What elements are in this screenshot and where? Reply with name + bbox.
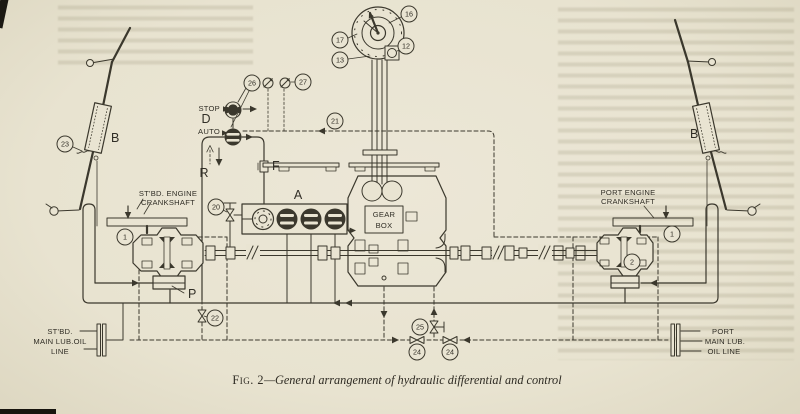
position-d-label: D	[201, 112, 210, 126]
callout-13-number: 13	[336, 56, 344, 65]
port-differential	[596, 217, 694, 289]
text-labels: STOP D AUTO R F A B B P ST'BD. ENGINE CR…	[33, 104, 745, 356]
stbd-dashpot-b-label: B	[111, 131, 119, 145]
callout-17: 17	[331, 31, 358, 49]
main-shaft	[204, 244, 598, 262]
callout-24-right: 24	[441, 343, 459, 361]
callout-2-number: 2	[630, 258, 634, 267]
lub-oil-flanges	[79, 302, 703, 357]
callout-25-number: 25	[416, 323, 424, 332]
stbd-control-lever	[45, 26, 132, 227]
scan-edge-mark-bottom	[0, 409, 56, 414]
callout-1-number: 1	[670, 230, 674, 239]
rotary-valve-icon	[276, 208, 298, 230]
gearbox-label-line2: BOX	[376, 221, 393, 230]
port-dashpot-b-label: B	[690, 127, 698, 141]
port-control-lever	[673, 18, 761, 227]
callout-21-number: 21	[331, 117, 339, 126]
pressure-gauges	[262, 77, 291, 89]
callout-16-number: 16	[405, 10, 413, 19]
callout-23: 23	[56, 135, 83, 153]
stop-label: STOP	[198, 104, 220, 113]
label-leaders	[124, 198, 670, 219]
control-rod-platform	[262, 162, 440, 172]
figure-caption: Fig. 2—General arrangement of hydraulic …	[232, 373, 562, 387]
callout-1-port: 1	[663, 225, 681, 243]
valve-25	[429, 320, 445, 334]
port-lub-label-line3: OIL LINE	[708, 347, 741, 356]
callout-27: 27	[290, 73, 312, 91]
port-oil-pump	[610, 275, 640, 289]
figure-caption-text: —General arrangement of hydraulic differ…	[263, 373, 562, 387]
oil-piping-solid	[82, 136, 719, 307]
stbd-dashpot-cylinder	[84, 102, 112, 154]
callout-12: 12	[396, 37, 415, 55]
callout-24-number: 24	[413, 348, 421, 357]
callout-2: 2	[623, 253, 641, 271]
gear-box	[343, 175, 447, 287]
valve-22	[197, 309, 207, 323]
callout-20: 20	[207, 198, 228, 216]
gearbox-label-line1: GEAR	[373, 210, 396, 219]
callout-27-number: 27	[299, 78, 307, 87]
port-lub-label-line1: PORT	[712, 327, 734, 336]
dial-rods	[362, 59, 398, 185]
callout-22: 22	[203, 309, 224, 327]
callout-17-number: 17	[336, 36, 344, 45]
port-crankshaft-gear	[612, 217, 694, 227]
stbd-engine-label-line1: ST'BD. ENGINE	[139, 189, 197, 198]
stbd-lub-label-line3: LINE	[51, 347, 69, 356]
callout-25: 25	[411, 318, 429, 336]
rotary-valve-icon	[324, 208, 346, 230]
transmitter-unit	[384, 45, 400, 61]
auto-label: AUTO	[198, 127, 220, 136]
port-engine-label-line2: CRANKSHAFT	[601, 197, 655, 206]
pump-p-label: P	[188, 287, 196, 301]
stbd-lub-label-line2: MAIN LUB.OIL	[33, 337, 86, 346]
callout-1-stbd: 1	[116, 228, 134, 246]
control-box-a	[241, 203, 348, 235]
stbd-differential	[106, 217, 204, 294]
callout-12-number: 12	[402, 42, 410, 51]
callout-26-number: 26	[248, 79, 256, 88]
callout-22-number: 22	[211, 314, 219, 323]
callout-20-number: 20	[212, 203, 220, 212]
port-engine-label-line1: PORT ENGINE	[601, 188, 656, 197]
valve-f-label: F	[272, 159, 280, 173]
valve-24-right	[442, 336, 458, 344]
stbd-engine-label-line2: CRANKSHAFT	[141, 198, 195, 207]
callout-24-number: 24	[446, 348, 454, 357]
port-lub-label-line2: MAIN LUB.	[705, 337, 745, 346]
line-r-label: R	[199, 166, 208, 180]
hand-wheel-icon	[251, 207, 275, 231]
figure-caption-number: Fig. 2	[232, 373, 264, 387]
callout-24-left: 24	[408, 343, 426, 361]
callout-1-number: 1	[123, 233, 127, 242]
auto-valve-icon	[224, 128, 242, 146]
callout-13: 13	[331, 51, 371, 69]
stbd-lub-label-line1: ST'BD.	[47, 327, 72, 336]
callout-23-number: 23	[61, 140, 69, 149]
rotary-valve-icon	[300, 208, 322, 230]
callout-16: 16	[388, 5, 418, 24]
callout-26: 26	[230, 74, 261, 128]
stbd-crankshaft-gear	[106, 217, 188, 227]
control-box-a-label: A	[294, 188, 303, 202]
callout-21: 21	[326, 112, 344, 130]
callouts: 16 17 12 13 26	[56, 5, 681, 361]
valve-20-assembly	[223, 202, 237, 222]
valve-24-left	[409, 336, 425, 344]
